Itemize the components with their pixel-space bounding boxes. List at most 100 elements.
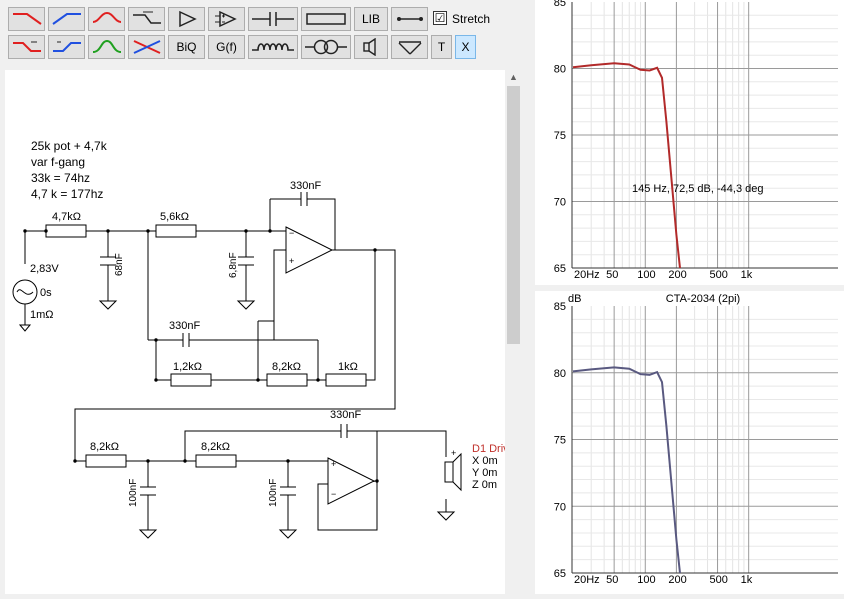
speaker-button[interactable] [354,35,388,59]
capacitor-button[interactable] [248,7,298,31]
library-button[interactable]: LIB [354,7,388,31]
x-tick-label: 200 [668,269,686,281]
highpass-allpass-button[interactable] [48,35,85,59]
lowpass-filter-button[interactable] [8,7,45,31]
resistor-r-c2[interactable] [195,454,237,468]
label-r-b2: 8,2kΩ [272,361,301,373]
speaker-icon [363,38,376,56]
wire-icon [396,17,423,21]
x-tick-label: 20Hz [574,269,600,281]
note-line: 25k pot + 4,7k [31,139,108,153]
y-tick-label: 80 [554,368,566,380]
resistor-icon [306,13,346,25]
label-c-fb1: 330nF [290,180,321,192]
bandpass-icon [92,39,121,53]
highpass-allpass-icon [52,41,81,52]
y-tick-label: 85 [554,0,566,9]
chart-separator[interactable] [535,285,844,291]
svg-text:+: + [451,448,456,458]
wire-button[interactable] [391,7,428,31]
series-line [572,366,681,573]
label-r-b3: 1kΩ [338,361,358,373]
resistor-r-b3[interactable] [325,373,367,387]
label-driver-y: Y 0m [472,467,497,479]
label-c-fb2: 330nF [169,320,200,332]
note-line: 33k = 74hz [31,171,90,185]
ground-button[interactable] [391,35,428,59]
toolbar: LIB ☑ Stretch BiQ G(f) T X [0,0,535,66]
transformer-button[interactable] [301,35,351,59]
label-r-b1: 1,2kΩ [173,361,202,373]
chart-title: CTA-2034 (2pi) [666,293,740,305]
scroll-up-icon[interactable]: ▲ [509,72,518,82]
transfer-function-button[interactable]: G(f) [208,35,245,59]
series-line [572,62,681,268]
resistor-r-c1[interactable] [85,454,127,468]
shelf-icon [132,11,161,24]
notes: 25k pot + 4,7k var f-gang 33k = 74hz 4,7… [31,139,108,201]
label-c-fb3: 330nF [330,409,361,421]
x-tick-label: 200 [668,574,686,586]
y-tick-label: 85 [554,301,566,313]
text-tool-button[interactable]: T [431,35,452,59]
label-r-c1: 8,2kΩ [90,441,119,453]
peaking-filter-button[interactable] [88,7,125,31]
resistor-r-b1[interactable] [170,373,212,387]
label-driver-x: X 0m [472,455,498,467]
opamp-stage1[interactable] [285,226,334,274]
resistor-r-b2[interactable] [266,373,308,387]
schematic-canvas[interactable]: −+ +− + 4,7kΩ 5,6kΩ 330nF 330nF 1,2kΩ 8,… [5,70,522,594]
label-source-v: 2,83V [30,263,59,275]
biquad-button[interactable]: BiQ [168,35,205,59]
note-line: var f-gang [31,155,85,169]
opamp-button[interactable] [208,7,245,31]
cursor-annotation: 145 Hz, 72,5 dB, -44,3 deg [632,183,763,195]
highpass-filter-button[interactable] [48,7,85,31]
x-tick-label: 500 [710,574,728,586]
label-r-c2: 8,2kΩ [201,441,230,453]
y-tick-label: 75 [554,130,566,142]
lowpass-allpass-icon [12,41,41,52]
bandpass-filter-button[interactable] [88,35,125,59]
opamp-stage2[interactable] [327,457,376,505]
notch-filter-button[interactable] [128,35,165,59]
label-source-t: 0s [40,287,52,299]
peaking-icon [92,11,121,23]
y-axis-label: dB [568,293,581,305]
label-driver: D1 Driv [472,443,509,455]
delete-button[interactable]: X [455,35,476,59]
resistor-rin[interactable] [45,224,87,238]
svg-text:+: + [289,256,294,266]
x-tick-label: 500 [710,269,728,281]
label-c-c1: 100nF [128,479,139,507]
stretch-checkbox[interactable]: ☑ [433,11,447,25]
resistor-r-a1[interactable] [155,224,197,238]
x-tick-label: 50 [606,574,618,586]
notch-icon [133,40,160,54]
inductor-button[interactable] [248,35,298,59]
svg-text:+: + [331,459,336,469]
x-tick-label: 100 [637,574,655,586]
y-tick-label: 80 [554,64,566,76]
label-r-a1: 5,6kΩ [160,211,189,223]
resistor-button[interactable] [301,7,351,31]
label-c-c2: 100nF [268,479,279,507]
y-tick-label: 70 [554,197,566,209]
amplifier-button[interactable] [168,7,205,31]
capacitor-icon [252,12,294,26]
voltage-source[interactable] [12,279,38,305]
label-driver-z: Z 0m [472,479,497,491]
highpass-icon [51,13,81,25]
lowpass-allpass-button[interactable] [8,35,45,59]
x-tick-label: 50 [606,269,618,281]
scrollbar-thumb[interactable] [507,86,520,344]
label-source-r: 1mΩ [30,309,54,321]
driver-speaker[interactable] [444,461,454,483]
shelf-filter-button[interactable] [128,7,165,31]
label-c-a1: 6,8nF [228,252,239,278]
y-tick-label: 70 [554,501,566,513]
